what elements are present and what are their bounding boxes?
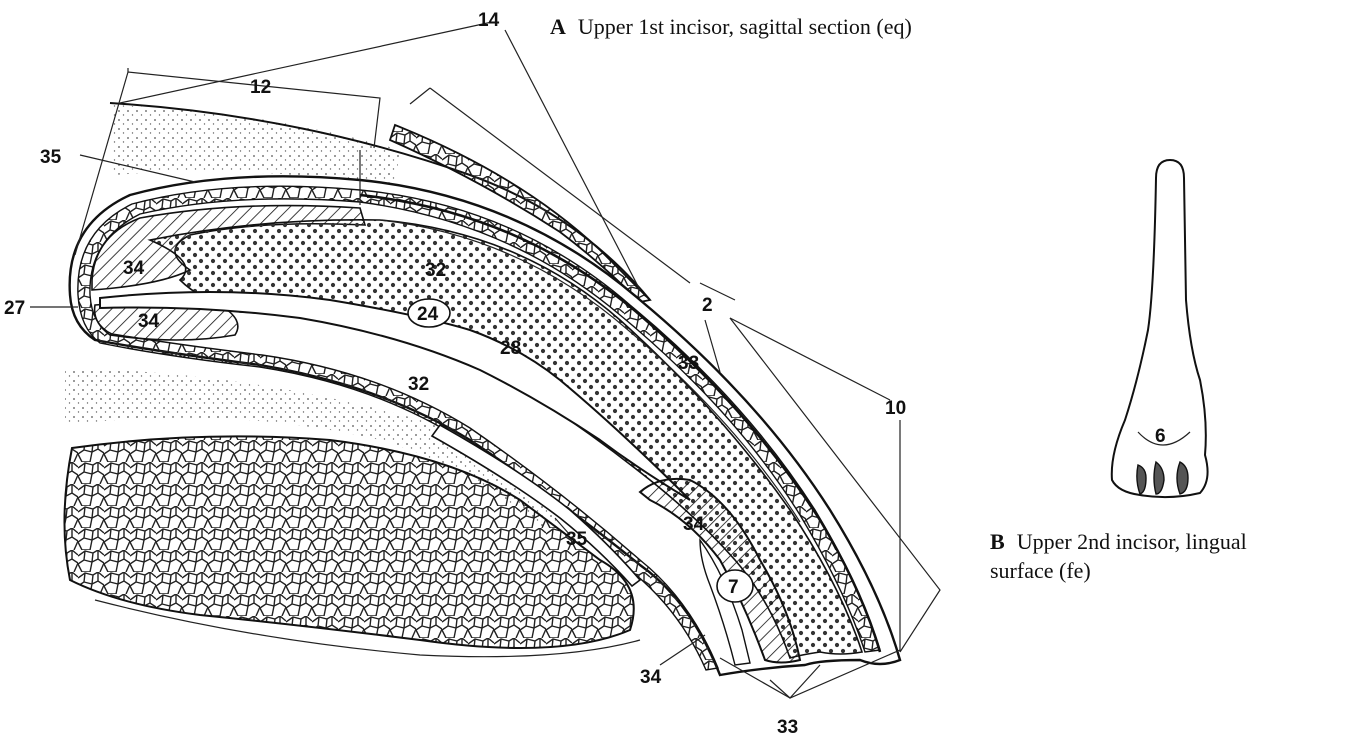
- caption-a: A Upper 1st incisor, sagittal section (e…: [550, 14, 912, 39]
- caption-b-line2: surface (fe): [990, 558, 1091, 583]
- label-28: 28: [500, 338, 521, 359]
- label-34-root: 34: [683, 514, 705, 535]
- label-10: 10: [885, 398, 906, 419]
- label-7: 7: [728, 577, 739, 598]
- caption-b-letter: B: [990, 529, 1005, 554]
- label-32-lower: 32: [408, 374, 429, 395]
- label-33-bottom: 33: [777, 717, 798, 738]
- label-2: 2: [702, 295, 713, 316]
- label-35-upper: 35: [40, 147, 62, 168]
- incisor-sagittal-section: [30, 22, 940, 698]
- label-34-bottom: 34: [640, 667, 662, 688]
- label-34-upper: 34: [123, 258, 145, 279]
- label-32-upper: 32: [425, 260, 446, 281]
- label-33-labial: 33: [678, 353, 699, 374]
- label-12: 12: [250, 77, 271, 98]
- label-24: 24: [417, 304, 439, 325]
- label-14: 14: [478, 10, 500, 31]
- caption-a-text: Upper 1st incisor, sagittal section (eq): [578, 14, 912, 39]
- label-6: 6: [1155, 426, 1166, 447]
- label-35-lower: 35: [566, 529, 588, 550]
- caption-b-text-1: Upper 2nd incisor, lingual: [1017, 529, 1247, 554]
- caption-a-letter: A: [550, 14, 566, 39]
- caption-b-line1: B Upper 2nd incisor, lingual: [990, 529, 1247, 554]
- label-27: 27: [4, 298, 25, 319]
- label-34-middle: 34: [138, 311, 160, 332]
